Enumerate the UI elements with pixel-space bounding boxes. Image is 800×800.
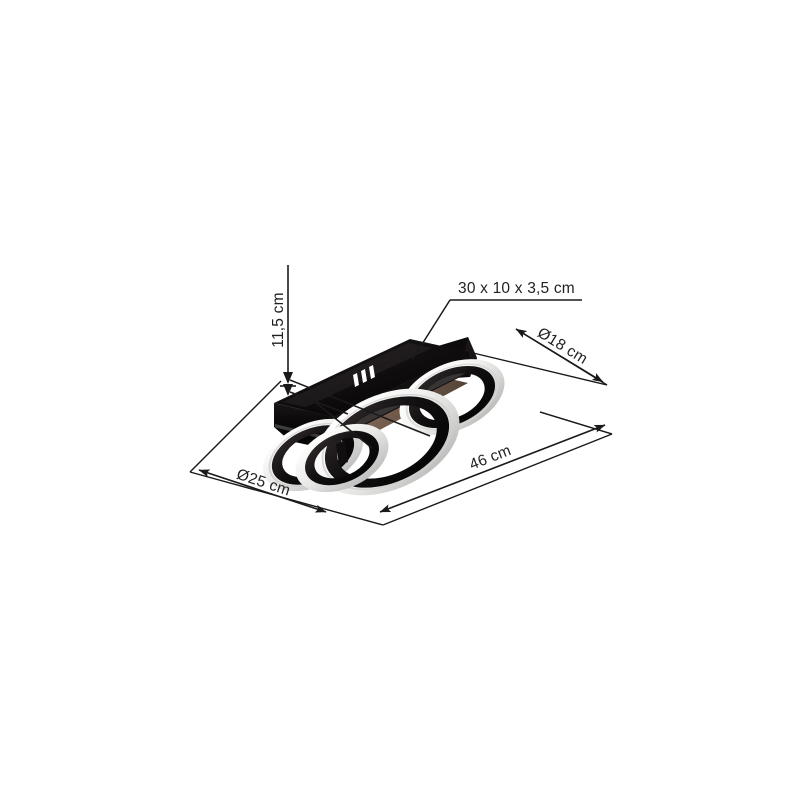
led-ring-small-right (399, 359, 505, 435)
dimension-leader-lines (289, 379, 431, 449)
vent-slots (353, 365, 375, 387)
dimension-body-size: 30 x 10 x 3,5 cm (411, 280, 582, 361)
dimension-label-height: 11,5 cm (270, 292, 287, 347)
dimension-label-body-size: 30 x 10 x 3,5 cm (458, 280, 575, 297)
ring-mount-strut (336, 441, 348, 465)
dimension-height: 11,5 cm (270, 265, 296, 396)
product-illustration (262, 337, 505, 496)
